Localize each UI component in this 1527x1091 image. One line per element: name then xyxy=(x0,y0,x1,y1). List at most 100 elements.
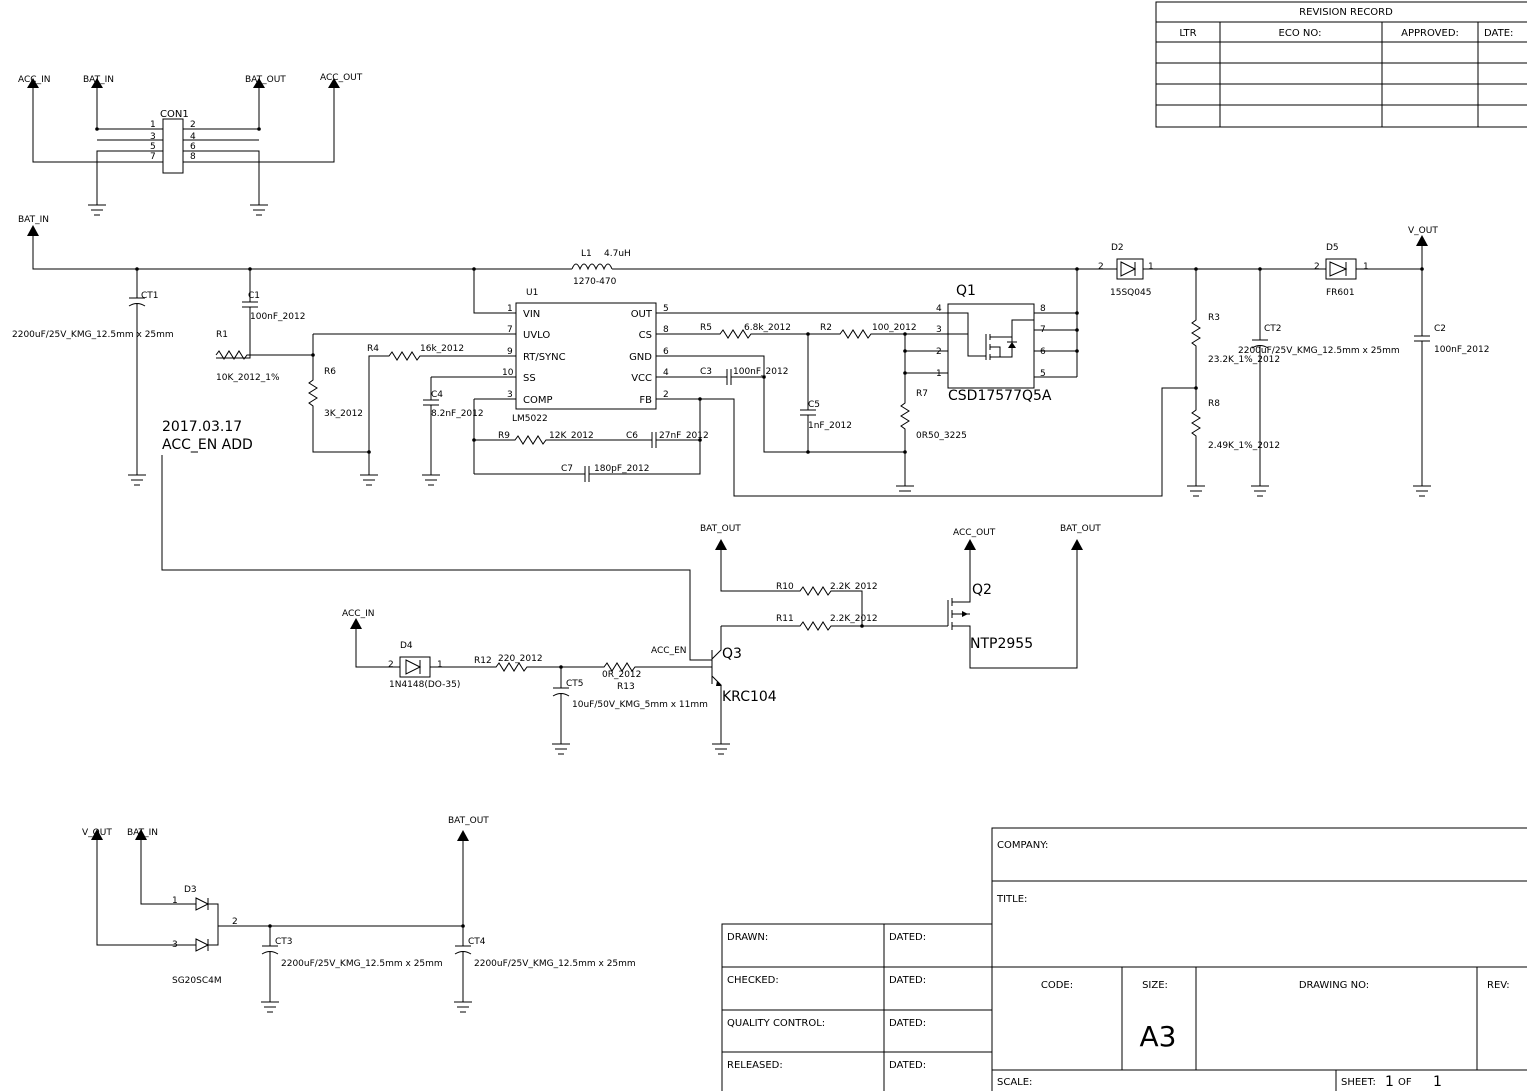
revision-header-eco: ECO NO: xyxy=(1279,28,1322,39)
ground-ct1 xyxy=(128,474,146,486)
r4-value: 16k_2012 xyxy=(420,344,464,354)
net-arrow-acc-out-q2 xyxy=(964,539,976,550)
ct3-ref: CT3 xyxy=(275,937,293,947)
u1-pin-num-5: 5 xyxy=(663,304,669,314)
r7-ref: R7 xyxy=(916,389,928,399)
tb-sheet-num: 1 xyxy=(1385,1074,1394,1090)
net-label-bat-in-d3: BAT_IN xyxy=(127,828,158,838)
tb-dated-1: DATED: xyxy=(889,932,926,943)
u1-pin-fb: FB xyxy=(639,395,652,406)
q3-part: KRC104 xyxy=(722,689,777,705)
r11-ref: R11 xyxy=(776,614,794,624)
r3-ref: R3 xyxy=(1208,313,1220,323)
ct5-ref: CT5 xyxy=(566,679,584,689)
r8-ref: R8 xyxy=(1208,399,1220,409)
u1-pin-uvlo: UVLO xyxy=(523,330,550,341)
u1-pin-out: OUT xyxy=(631,309,653,320)
d4-pin1: 1 xyxy=(437,660,443,670)
c3-value: 100nF_2012 xyxy=(733,367,788,377)
d5-pin2: 2 xyxy=(1314,262,1320,272)
con1-pin5: 5 xyxy=(150,142,156,152)
ct2-value: 2200uF/25V_KMG_12.5mm x 25mm xyxy=(1238,346,1400,356)
d3-part: SG20SC4M xyxy=(172,976,222,986)
con1-pin1: 1 xyxy=(150,120,156,130)
net-label-bat-out-q2: BAT_OUT xyxy=(1060,524,1101,534)
net-label-bat-in-main: BAT_IN xyxy=(18,215,49,225)
u1-pin-num-6: 6 xyxy=(663,347,669,357)
u1-pin-cs: CS xyxy=(639,330,652,341)
r10-value: 2.2K_2012 xyxy=(830,582,878,592)
con1-body xyxy=(162,118,184,174)
net-arrow-bat-in xyxy=(91,78,103,88)
d3-ref: D3 xyxy=(184,885,197,895)
u1-pin-gnd: GND xyxy=(629,352,652,363)
ground-r4 xyxy=(360,474,378,486)
q2-ref: Q2 xyxy=(972,582,992,598)
d3-pin1: 1 xyxy=(172,896,178,906)
net-label-bat-out: BAT_OUT xyxy=(245,75,286,85)
d2-pin2: 2 xyxy=(1098,262,1104,272)
ground-ct2 xyxy=(1251,485,1269,497)
tb-scale: SCALE: xyxy=(997,1077,1032,1088)
r4-ref: R4 xyxy=(367,344,379,354)
tb-drawing-no: DRAWING NO: xyxy=(1299,980,1369,991)
u1-pin-num-10: 10 xyxy=(502,368,514,378)
u1-pin-rtsync: RT/SYNC xyxy=(523,352,566,363)
revision-header-approved: APPROVED: xyxy=(1401,28,1459,39)
r10-ref: R10 xyxy=(776,582,794,592)
d2-part: 15SQ045 xyxy=(1110,288,1151,298)
tb-size-value: A3 xyxy=(1140,1020,1177,1053)
d2-ref: D2 xyxy=(1111,243,1124,253)
r5-ref: R5 xyxy=(700,323,712,333)
con1-pin3: 3 xyxy=(150,132,156,142)
d3-pin2: 2 xyxy=(232,917,238,927)
net-arrow-v-out-d3 xyxy=(91,829,103,840)
mosfet-q1: Q1 CSD17577Q5A 4 3 2 1 8 7 6 5 xyxy=(905,267,1079,404)
ground-r8 xyxy=(1187,485,1205,497)
q2-part: NTP2955 xyxy=(970,636,1033,652)
u1-pin-vin: VIN xyxy=(523,309,540,320)
net-arrow-bat-out-q2 xyxy=(1071,539,1083,550)
c5-value: 1nF_2012 xyxy=(808,421,852,431)
con1-pin7: 7 xyxy=(150,152,156,162)
u1-pin-num-7: 7 xyxy=(507,325,513,335)
net-label-bat-out-q3: BAT_OUT xyxy=(700,524,741,534)
c7-value: 180pF_2012 xyxy=(594,464,649,474)
ground-q3 xyxy=(712,743,730,755)
ct3-value: 2200uF/25V_KMG_12.5mm x 25mm xyxy=(281,959,443,969)
r9-ref: R9 xyxy=(498,431,510,441)
net-arrow-bat-out-d3 xyxy=(457,830,469,841)
r8-value: 2.49K_1%_2012 xyxy=(1208,441,1280,451)
q1-pin4: 4 xyxy=(936,304,942,314)
ct4-ref: CT4 xyxy=(468,937,486,947)
d4-pin2: 2 xyxy=(388,660,394,670)
tb-dated-3: DATED: xyxy=(889,1018,926,1029)
q1-part: CSD17577Q5A xyxy=(948,388,1052,404)
net-label-acc-out-q2: ACC_OUT xyxy=(953,528,996,538)
u1-pin-num-3: 3 xyxy=(507,390,513,400)
compensation-network: R9 12K_2012 C6 27nF_2012 C7 180pF_2012 xyxy=(472,397,709,482)
r1-ref: R1 xyxy=(216,330,228,340)
tb-sheet-total: 1 xyxy=(1433,1074,1442,1090)
tb-sheet-label: SHEET: xyxy=(1341,1077,1376,1088)
q1-pin3: 3 xyxy=(936,325,942,335)
r13-ref: R13 xyxy=(617,682,635,692)
net-label-acc-out: ACC_OUT xyxy=(320,73,363,83)
net-arrow-acc-in xyxy=(27,78,39,88)
revision-note-date: 2017.03.17 xyxy=(162,419,242,435)
u1-ref: U1 xyxy=(526,288,538,298)
q1-pin6: 6 xyxy=(1040,347,1046,357)
q1-pin1: 1 xyxy=(936,369,942,379)
tb-title: TITLE: xyxy=(996,894,1027,905)
acc-switch-section: BAT_OUT R10 2.2K_2012 R11 2.2K_2012 ACC_… xyxy=(342,524,1101,755)
revision-record-table: REVISION RECORD LTR ECO NO: APPROVED: DA… xyxy=(1155,1,1527,128)
net-label-acc-in-d4: ACC_IN xyxy=(342,609,374,619)
net-arrow-v-out xyxy=(1416,235,1428,246)
u1-pin-num-4: 4 xyxy=(663,368,669,378)
input-section: BAT_IN CT1 2200uF/25V_KMG_12.5mm x 25mm … xyxy=(12,215,1117,486)
u1-pin-num-1: 1 xyxy=(507,304,513,314)
d4-part: 1N4148(DO-35) xyxy=(389,680,460,690)
l1-value: 4.7uH xyxy=(604,249,631,259)
tb-dated-4: DATED: xyxy=(889,1060,926,1071)
